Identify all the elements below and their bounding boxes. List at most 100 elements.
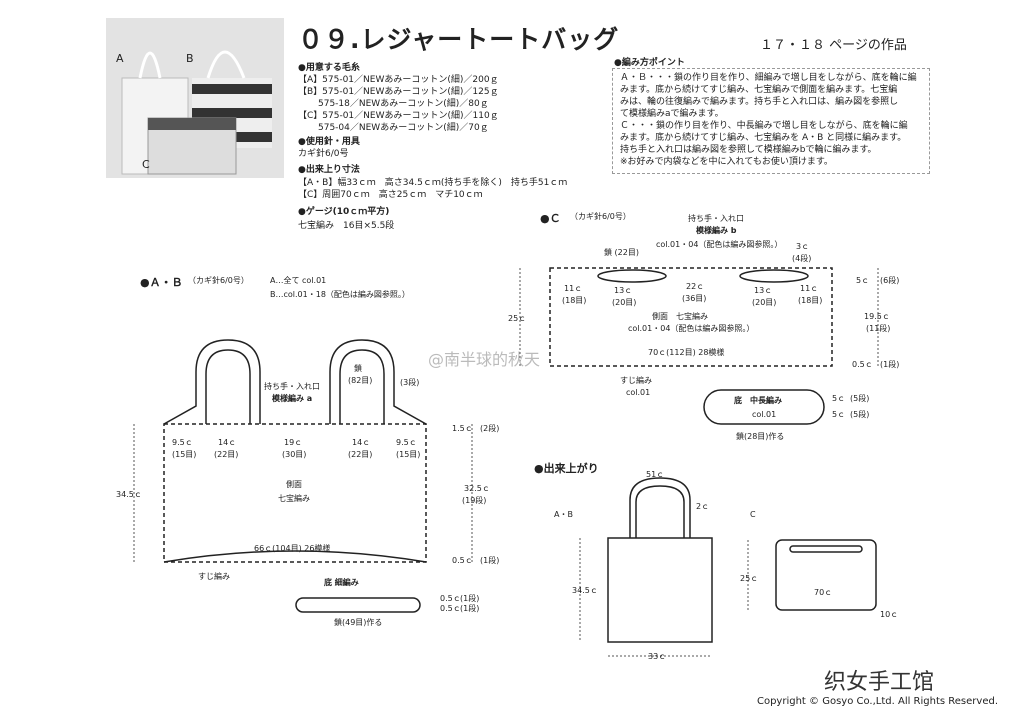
c-suji-col: col.01 <box>626 388 651 397</box>
finished-ab-label: A・B <box>554 510 573 519</box>
ab-h3-rows: (1段) <box>480 556 500 565</box>
points-line: みは、輪の往復編みで編みます。持ち手と入れ口は、編み図を参照し <box>620 97 899 107</box>
yarn-line: 【C】575-01／NEWあみーコットン(細)／110ｇ <box>298 111 499 121</box>
ab-b1: 0.5ｃ <box>440 594 461 603</box>
ab-stitch: (15目) <box>172 450 197 459</box>
c-stitch: (18目) <box>798 296 823 305</box>
ab-width: 19ｃ <box>284 438 303 447</box>
c-stitch: (18目) <box>562 296 587 305</box>
yarn-heading: ●用意する毛糸 <box>298 63 360 73</box>
page-reference: １７・１８ ページの作品 <box>760 38 907 53</box>
c-heading: ●Ｃ <box>540 212 561 225</box>
ab-side-label: 側面 <box>286 480 302 489</box>
ab-width: 14ｃ <box>352 438 371 447</box>
ab-h1-rows: (2段) <box>480 424 500 433</box>
ab-chain-start: 鎖(49目)作る <box>334 618 383 627</box>
points-line: Ａ・Ｂ・・・鎖の作り目を作り、細編みで増し目をしながら、底を輪に編 <box>620 73 917 83</box>
c-3c: 3ｃ <box>796 242 810 251</box>
page-title: ０９.レジャートートバッグ <box>298 25 620 54</box>
finished-c-around: 70ｃ <box>814 588 833 597</box>
ab-chain-count: (82目) <box>348 376 373 385</box>
c-side-label: 側面 七宝編み <box>652 312 708 321</box>
watermark: @南半球的秋天 <box>428 350 541 369</box>
c-b1: 5ｃ <box>832 394 846 403</box>
yarn-line: 【A】575-01／NEWあみーコットン(細)／200ｇ <box>298 75 499 85</box>
finished-c-label: C <box>750 510 756 519</box>
c-r2-rows: (11段) <box>866 324 891 333</box>
ab-stitch: (22目) <box>214 450 239 459</box>
gauge-heading: ●ゲージ(10ｃｍ平方) <box>298 207 390 217</box>
ab-width: 9.5ｃ <box>396 438 417 447</box>
points-line: 持ち手と入れ口は編み図を参照して模様編みbで輪に編みます。 <box>620 145 877 155</box>
yarn-line: 575-18／NEWあみーコットン(細)／80ｇ <box>318 99 489 109</box>
c-suji: すじ編み <box>620 376 652 385</box>
finished-c-depth: 10ｃ <box>880 610 899 619</box>
c-bottom-col: col.01 <box>752 410 777 419</box>
c-handle-color: col.01・04（配色は編み図参照。） <box>656 240 783 249</box>
yarn-line: 575-04／NEWあみーコットン(細)／70ｇ <box>318 123 489 133</box>
finished-handle: 51ｃ <box>646 470 665 479</box>
ab-rows: (3段) <box>400 378 420 387</box>
ab-width: 14ｃ <box>218 438 237 447</box>
finished-height: 34.5ｃ <box>572 586 598 595</box>
c-stitch: (20目) <box>612 298 637 307</box>
c-r1-rows: (6段) <box>880 276 900 285</box>
finished-strap: 2ｃ <box>696 502 710 511</box>
ab-color-a: A…全て col.01 <box>270 276 327 285</box>
ab-h3: 0.5ｃ <box>452 556 473 565</box>
ab-needle: （カギ針6/0号） <box>188 276 249 285</box>
ab-height: 34.5ｃ <box>116 490 142 499</box>
c-width: 22ｃ <box>686 282 705 291</box>
c-stitch: (20目) <box>752 298 777 307</box>
c-around: 70ｃ(112目) 28模様 <box>648 348 725 357</box>
c-b2-rows: (5段) <box>850 410 870 419</box>
c-width: 13ｃ <box>614 286 633 295</box>
finished-heading: ●出来上がり <box>534 462 599 475</box>
c-needle: （カギ針6/0号） <box>570 212 631 221</box>
ab-b2: 0.5ｃ <box>440 604 461 613</box>
ab-b2-rows: (1段) <box>460 604 480 613</box>
ab-suji: すじ編み <box>198 572 230 581</box>
points-line: みます。底から続けてすじ編み、七宝編みを A・B と同様に編みます。 <box>620 133 907 143</box>
ab-h2: 32.5ｃ <box>464 484 490 493</box>
ab-bottom: 底 細編み <box>324 578 359 587</box>
gauge-line: 七宝編み 16目×5.5段 <box>298 221 395 231</box>
points-heading: ●編み方ポイント <box>614 58 685 68</box>
product-photo: A B C <box>106 18 284 178</box>
ab-color-b: B…col.01・18（配色は編み図参照。） <box>270 290 410 299</box>
photo-label-c: C <box>142 158 150 171</box>
points-box <box>612 68 930 174</box>
points-line: みます。底から続けてすじ編み、七宝編みで側面を編みます。七宝編 <box>620 85 898 95</box>
ab-chain-label: 鎖 <box>354 364 362 373</box>
yarn-line: 【B】575-01／NEWあみーコットン(細)／125ｇ <box>298 87 499 97</box>
ab-stitch: (15目) <box>396 450 421 459</box>
size-line: 【A・B】幅33ｃｍ 高さ34.5ｃｍ(持ち手を除く) 持ち手51ｃｍ <box>298 178 568 188</box>
photo-label-b: B <box>186 52 194 65</box>
ab-stitch: (30目) <box>282 450 307 459</box>
c-r2: 19.5ｃ <box>864 312 890 321</box>
points-line: Ｃ・・・鎖の作り目を作り、中長編みで増し目をしながら、底を輪に編 <box>620 121 908 131</box>
needle-heading: ●使用針・用具 <box>298 137 360 147</box>
points-line: て模様編みaで編みます。 <box>620 109 724 119</box>
ab-handle-label: 持ち手・入れ口 <box>264 382 320 391</box>
c-stitch: (36目) <box>682 294 707 303</box>
c-height: 25ｃ <box>508 314 527 323</box>
size-heading: ●出来上り寸法 <box>298 165 360 175</box>
size-line: 【C】周囲70ｃｍ 高さ25ｃｍ マチ10ｃｍ <box>298 190 483 200</box>
c-b1-rows: (5段) <box>850 394 870 403</box>
c-b2: 5ｃ <box>832 410 846 419</box>
c-chain-start: 鎖(28目)作る <box>736 432 785 441</box>
ab-heading: ●Ａ・Ｂ <box>140 276 183 289</box>
ab-h2-rows: (19段) <box>462 496 487 505</box>
ab-side-stitch: 七宝編み <box>278 494 310 503</box>
needle-line: カギ針6/0号 <box>298 149 349 159</box>
c-handle-label: 持ち手・入れ口 <box>688 214 744 223</box>
ab-b1-rows: (1段) <box>460 594 480 603</box>
finished-width: 33ｃ <box>648 652 667 661</box>
c-bottom: 底 中長編み <box>734 396 782 405</box>
c-pattern-b: 模様編み b <box>696 226 737 235</box>
brand-logo: 织女手工馆 <box>824 670 935 695</box>
finished-c-height: 25ｃ <box>740 574 759 583</box>
c-r3: 0.5ｃ <box>852 360 873 369</box>
